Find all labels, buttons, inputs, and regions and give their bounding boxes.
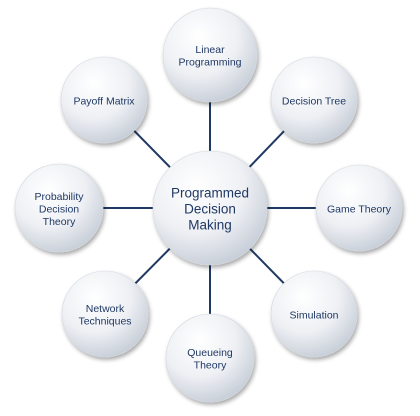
node-label-network-techniques-line: Techniques bbox=[78, 316, 131, 328]
node-circle-simulation bbox=[270, 270, 358, 358]
node-label-linear-programming-line: Programming bbox=[178, 57, 241, 69]
node-label-linear-programming-line: Linear bbox=[195, 44, 225, 56]
node-label-probability-decision-theory-line: Decision bbox=[39, 203, 79, 215]
node-circle-probability-decision-theory bbox=[14, 163, 104, 253]
node-label-queueing-theory-line: Queueing bbox=[187, 347, 233, 359]
node-circle-decision-tree bbox=[270, 56, 358, 144]
node-simulation: Simulation bbox=[270, 270, 358, 358]
center-node-circle bbox=[152, 150, 268, 266]
center-node-label-line: Making bbox=[188, 218, 232, 233]
node-game-theory: Game Theory bbox=[315, 164, 403, 252]
node-decision-tree: Decision Tree bbox=[270, 56, 358, 144]
node-label-decision-tree-line: Decision Tree bbox=[282, 95, 346, 107]
node-label-game-theory: Game Theory bbox=[327, 203, 392, 215]
node-label-simulation: Simulation bbox=[289, 309, 338, 321]
node-circle-network-techniques bbox=[61, 270, 149, 358]
node-payoff-matrix: Payoff Matrix bbox=[60, 56, 148, 144]
node-label-payoff-matrix-line: Payoff Matrix bbox=[73, 95, 135, 107]
node-label-probability-decision-theory-line: Theory bbox=[43, 216, 76, 228]
node-circle-linear-programming bbox=[162, 7, 258, 103]
node-label-simulation-line: Simulation bbox=[289, 309, 338, 321]
node-label-queueing-theory-line: Theory bbox=[194, 360, 227, 372]
node-circle-game-theory bbox=[315, 164, 403, 252]
node-label-probability-decision-theory-line: Probability bbox=[34, 191, 84, 203]
node-circle-queueing-theory bbox=[165, 313, 255, 403]
node-label-network-techniques-line: Network bbox=[86, 303, 125, 315]
node-label-decision-tree: Decision Tree bbox=[282, 95, 346, 107]
center-node-label-line: Decision bbox=[184, 202, 236, 217]
node-circle-payoff-matrix bbox=[60, 56, 148, 144]
node-label-payoff-matrix: Payoff Matrix bbox=[73, 95, 135, 107]
center-node-label-line: Programmed bbox=[171, 186, 249, 201]
node-label-game-theory-line: Game Theory bbox=[327, 203, 392, 215]
